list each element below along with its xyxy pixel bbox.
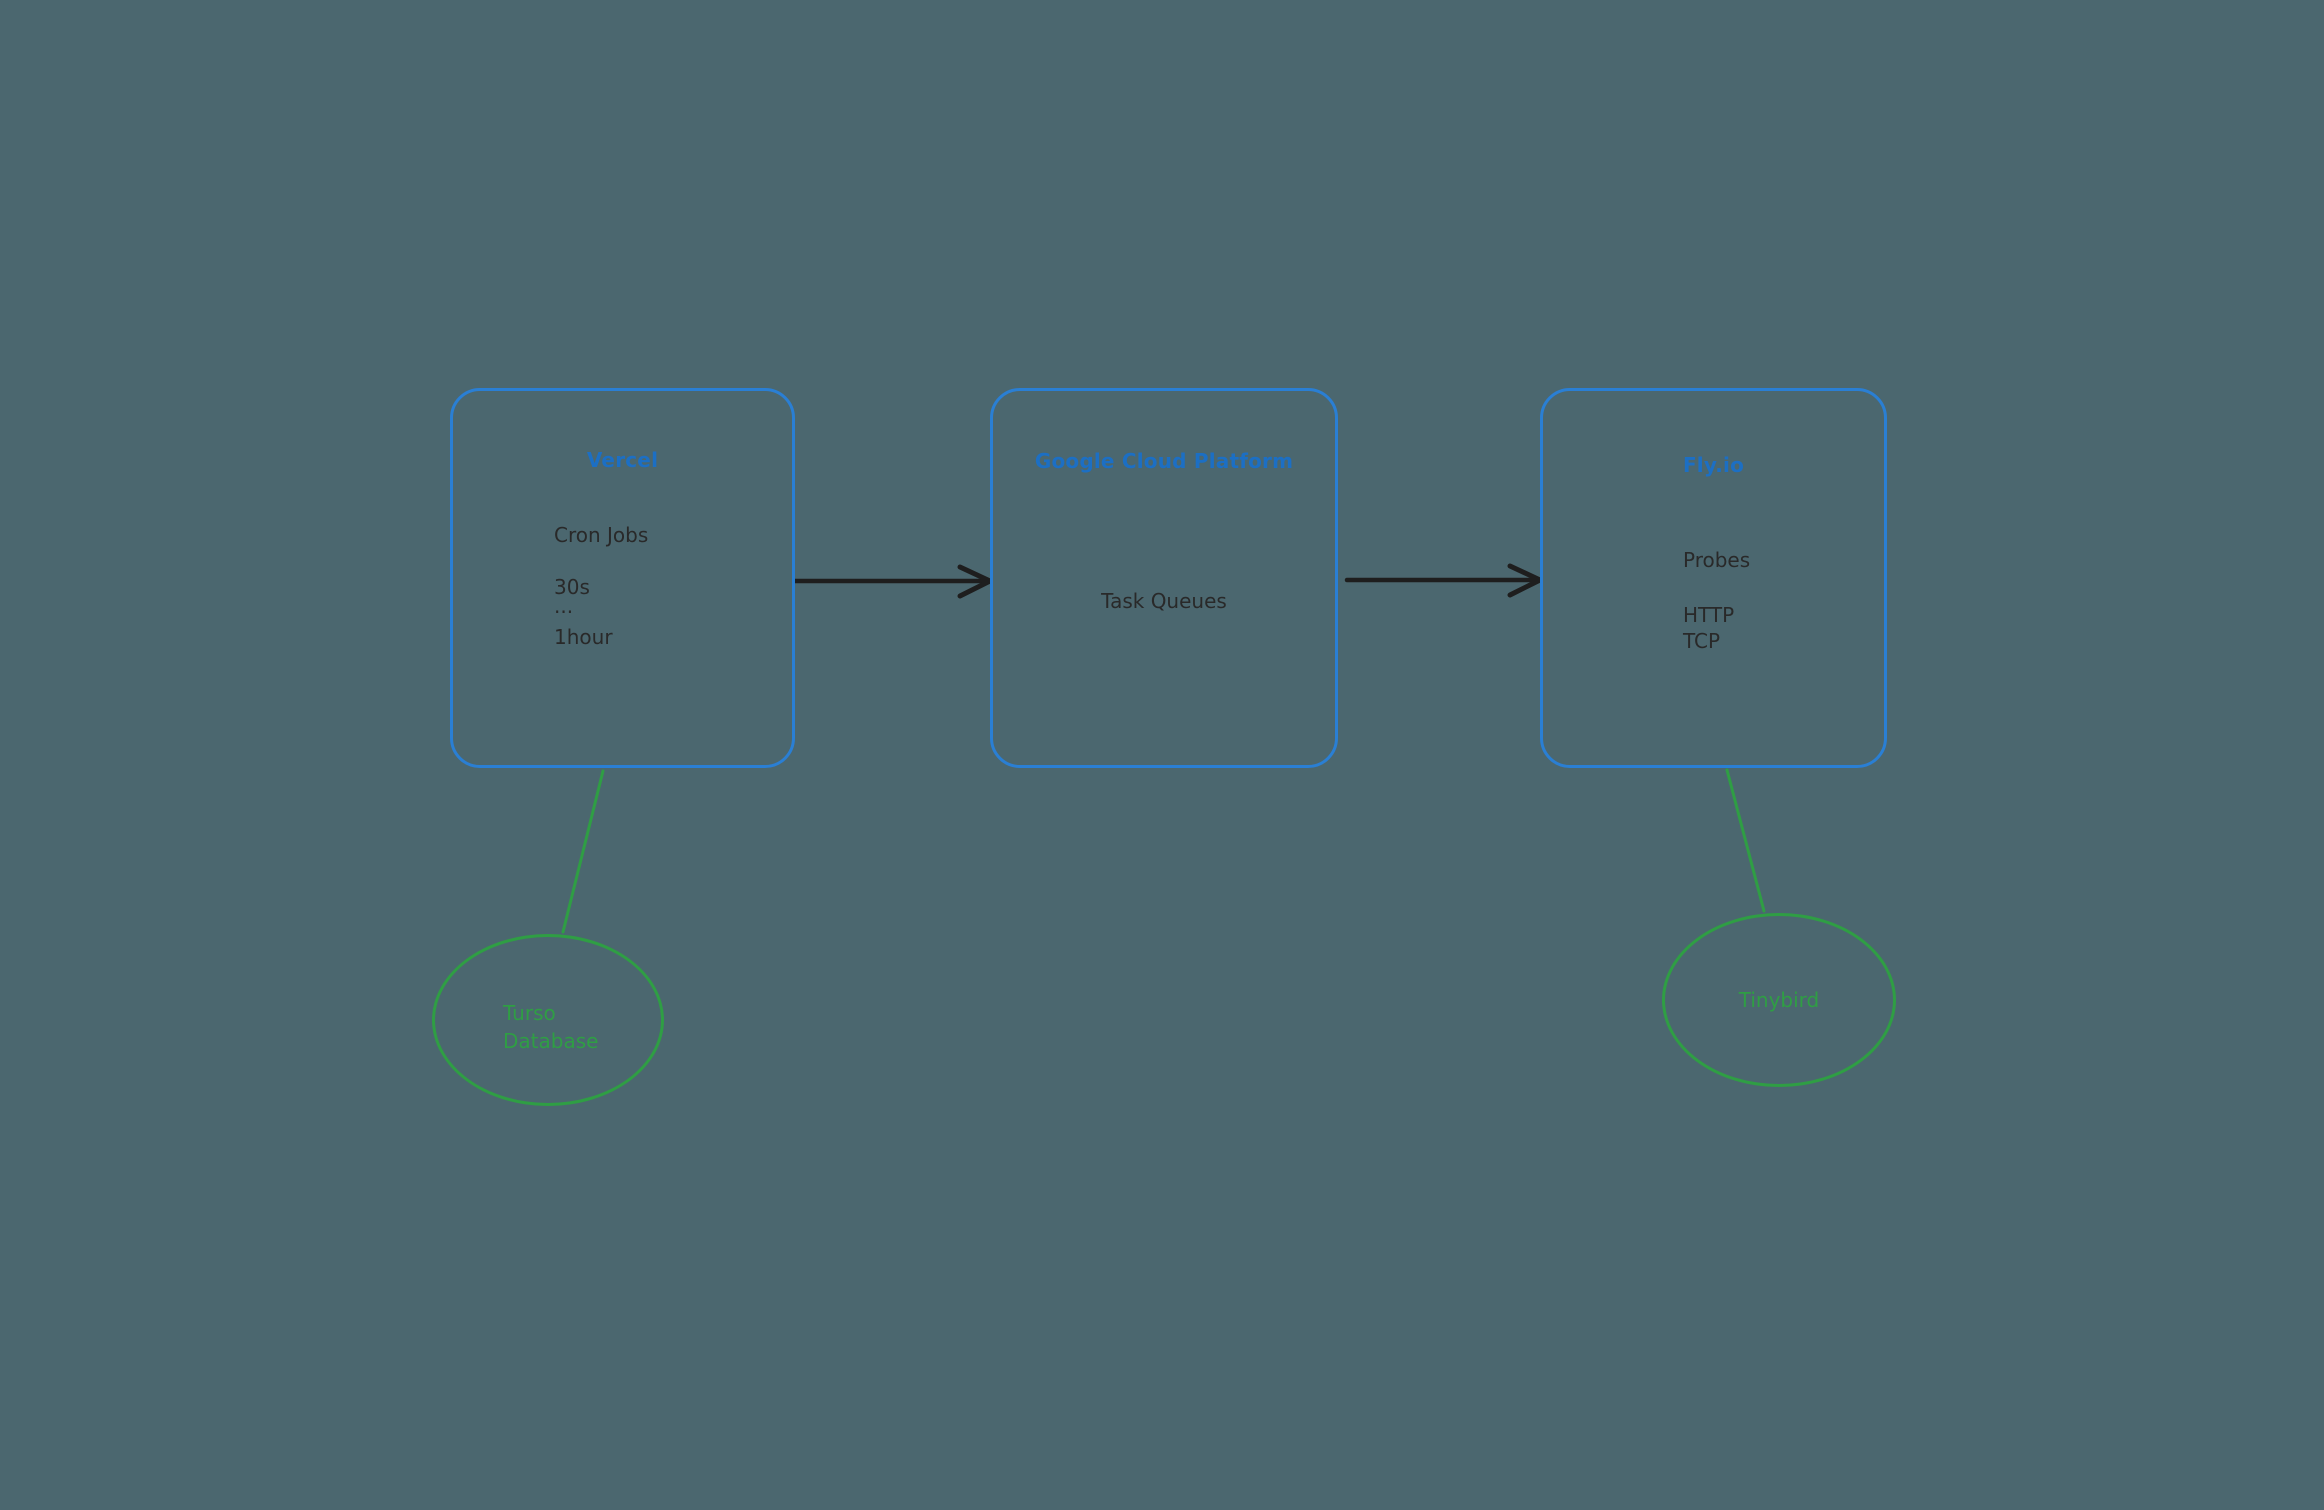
node-google-cloud-platform: Google Cloud Platform Task Queues	[990, 388, 1338, 768]
node-flyio: Fly.io Probes HTTP TCP	[1540, 388, 1887, 768]
connector-flyio-to-tinybird	[1725, 768, 1766, 913]
node-turso-label: Turso Database	[503, 999, 598, 1055]
node-vercel-line-cron-jobs: Cron Jobs	[554, 523, 649, 547]
node-turso-database: Turso Database	[432, 934, 664, 1106]
node-tinybird: Tinybird	[1662, 913, 1896, 1087]
node-flyio-line-tcp: TCP	[1683, 629, 1721, 653]
node-vercel-line-1hour: 1hour	[554, 625, 613, 649]
node-flyio-title: Fly.io	[1682, 453, 1745, 477]
node-vercel: Vercel Cron Jobs 30s ... 1hour	[450, 388, 795, 768]
connector-vercel-to-turso	[561, 769, 605, 934]
node-vercel-line-ellipsis: ...	[554, 594, 574, 618]
node-flyio-line-probes: Probes	[1683, 548, 1751, 572]
node-flyio-line-http: HTTP	[1683, 603, 1735, 627]
node-vercel-line-30s: 30s	[554, 575, 590, 599]
arrow-gcp-to-flyio	[1344, 563, 1543, 598]
node-turso-label-line2: Database	[503, 1029, 599, 1053]
arrow-vercel-to-gcp	[792, 564, 993, 599]
node-turso-label-line1: Turso	[503, 1001, 556, 1025]
node-gcp-title: Google Cloud Platform	[1034, 449, 1294, 473]
node-tinybird-label: Tinybird	[1738, 988, 1820, 1012]
node-vercel-title: Vercel	[586, 448, 659, 472]
node-gcp-line-task-queues: Task Queues	[1101, 589, 1227, 613]
